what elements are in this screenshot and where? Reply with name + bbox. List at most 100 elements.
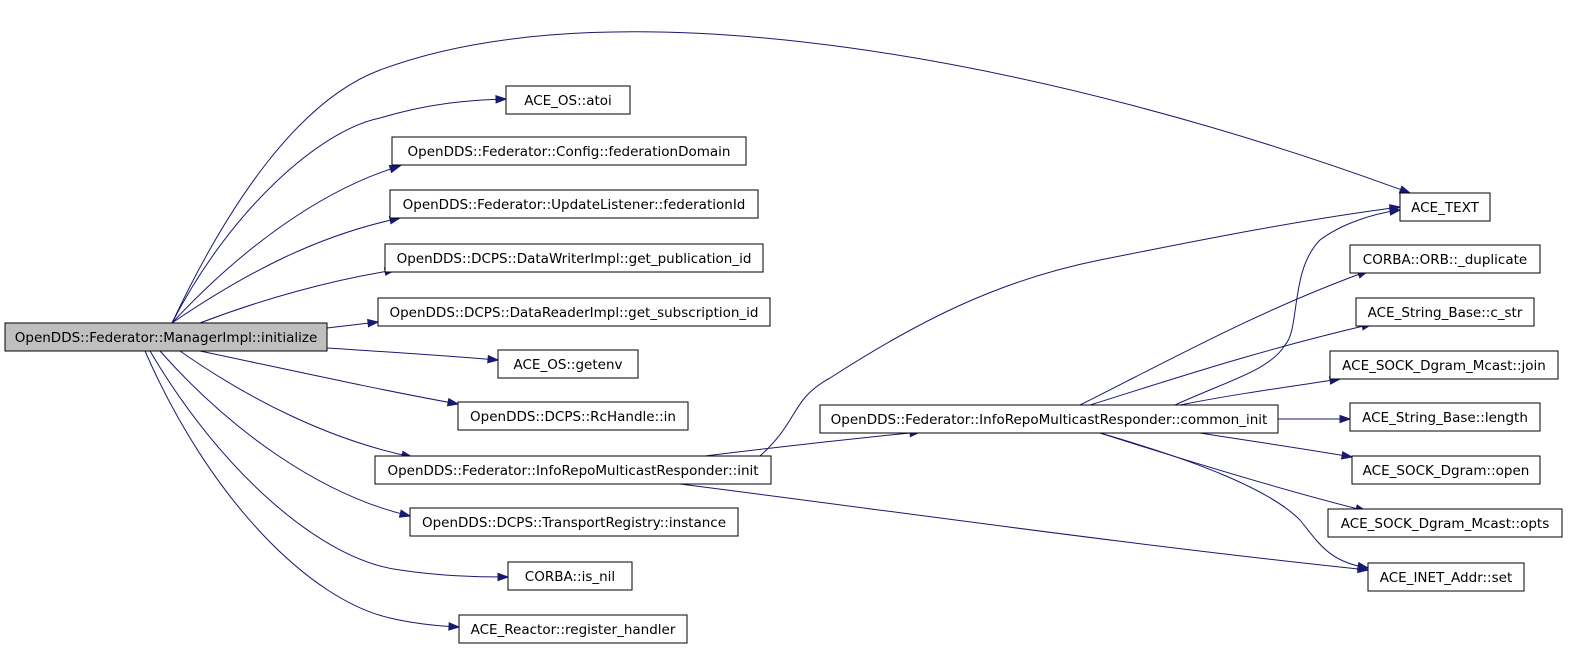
edge-line [1199,432,1353,458]
node-box [384,243,764,273]
edge-arrowhead [448,622,461,631]
node-mcast_join[interactable]: ACE_SOCK_Dgram_Mcast::join [1329,350,1559,380]
edge-line [199,350,459,405]
node-label: OpenDDS::DCPS::DataWriterImpl::get_publi… [397,251,752,267]
edge-line [199,269,396,324]
node-label: OpenDDS::Federator::Config::federationDo… [408,144,731,160]
node-label: ACE_SOCK_Dgram::open [1363,463,1530,479]
node-str_cstr[interactable]: ACE_String_Base::c_str [1355,297,1535,327]
node-rc_in[interactable]: OpenDDS::DCPS::RcHandle::in [457,401,689,431]
node-layer: OpenDDS::Federator::ManagerImpl::initial… [4,85,1563,644]
edge-line [679,483,1369,571]
edge-line [1099,432,1369,569]
edge-line [1179,378,1341,406]
node-corba_isnil[interactable]: CORBA::is_nil [507,561,633,591]
node-box [391,136,747,166]
node-label: ACE_String_Base::c_str [1368,305,1523,321]
node-label: OpenDDS::DCPS::RcHandle::in [470,409,676,425]
node-reactor_reg[interactable]: ACE_Reactor::register_handler [458,614,688,644]
edge-arrowhead [487,354,500,364]
edge-mgr_initialize-to-ace_text [171,31,1412,324]
node-irmr_init[interactable]: OpenDDS::Federator::InfoRepoMulticastRes… [374,455,772,485]
edge-mgr_initialize-to-os_atoi [171,95,508,324]
edge-mgr_initialize-to-irmr_init [179,350,414,460]
node-irmr_common[interactable]: OpenDDS::Federator::InfoRepoMulticastRes… [819,404,1279,434]
edge-mgr_initialize-to-os_getenv [326,347,500,364]
edge-mgr_initialize-to-tr_instance [159,350,412,518]
node-label: OpenDDS::Federator::InfoRepoMulticastRes… [831,412,1268,428]
edge-arrowhead [1398,185,1412,194]
edge-line [171,31,1411,324]
node-label: ACE_OS::atoi [524,93,612,109]
edge-arrowhead [388,164,402,174]
edge-line [1089,323,1373,406]
node-box [1355,297,1535,327]
node-box [1349,402,1541,432]
node-box [409,507,739,537]
node-box [377,297,771,327]
node-box [819,404,1279,434]
edge-arrowhead [1388,207,1402,216]
node-dgram_open[interactable]: ACE_SOCK_Dgram::open [1351,455,1541,485]
node-dw_pubid[interactable]: OpenDDS::DCPS::DataWriterImpl::get_publi… [384,243,764,273]
edge-arrowhead [367,318,380,328]
edge-irmr_common-to-orb_dup [1079,270,1370,406]
node-label: OpenDDS::DCPS::DataReaderImpl::get_subsc… [389,305,758,321]
node-str_length[interactable]: ACE_String_Base::length [1349,402,1541,432]
edge-line [171,217,401,324]
node-box [497,349,639,379]
edge-irmr_common-to-ace_text [1174,207,1402,406]
node-label: OpenDDS::DCPS::TransportRegistry::instan… [422,515,726,531]
edge-irmr_init-to-inet_set [679,483,1370,574]
node-label: CORBA::ORB::_duplicate [1363,252,1527,268]
edge-arrowhead [1356,561,1370,571]
node-label: ACE_SOCK_Dgram_Mcast::join [1342,358,1546,374]
node-box [505,85,631,115]
edge-irmr_common-to-str_length [1278,414,1352,424]
edge-line [179,350,413,458]
node-label: OpenDDS::Federator::UpdateListener::fede… [403,197,746,213]
edge-arrowhead [497,572,510,582]
node-os_getenv[interactable]: ACE_OS::getenv [497,349,639,379]
edge-line [1079,270,1369,406]
edge-line [759,206,1401,457]
node-ul_fedid[interactable]: OpenDDS::Federator::UpdateListener::fede… [389,189,759,219]
node-box [1351,455,1541,485]
node-box [389,189,759,219]
node-ace_text[interactable]: ACE_TEXT [1399,192,1491,222]
edge-arrowhead [398,509,412,518]
node-inet_set[interactable]: ACE_INET_Addr::set [1367,562,1525,592]
node-label: ACE_OS::getenv [513,357,622,373]
edge-irmr_common-to-dgram_open [1199,432,1354,460]
node-tr_instance[interactable]: OpenDDS::DCPS::TransportRegistry::instan… [409,507,739,537]
edge-line [149,350,509,578]
node-mcast_opts[interactable]: ACE_SOCK_Dgram_Mcast::opts [1327,508,1563,538]
node-mgr_initialize[interactable]: OpenDDS::Federator::ManagerImpl::initial… [4,322,328,352]
node-dr_subid[interactable]: OpenDDS::DCPS::DataReaderImpl::get_subsc… [377,297,771,327]
node-box [4,322,328,352]
edge-line [1099,432,1367,512]
edge-line [159,350,411,517]
node-orb_dup[interactable]: CORBA::ORB::_duplicate [1349,244,1541,274]
node-cfg_domain[interactable]: OpenDDS::Federator::Config::federationDo… [391,136,747,166]
node-box [1349,244,1541,274]
node-label: ACE_INET_Addr::set [1380,570,1513,586]
edge-line [171,165,401,324]
edge-line [171,98,507,324]
node-box [1329,350,1559,380]
node-label: ACE_TEXT [1411,200,1479,216]
node-box [1399,192,1491,222]
edge-mgr_initialize-to-cfg_domain [171,164,402,324]
node-os_atoi[interactable]: ACE_OS::atoi [505,85,631,115]
edge-arrowhead [495,95,508,104]
edge-line [144,350,460,628]
node-box [457,401,689,431]
edge-line [704,431,921,457]
node-label: ACE_String_Base::length [1362,410,1528,426]
node-label: ACE_SOCK_Dgram_Mcast::opts [1341,516,1550,532]
node-label: OpenDDS::Federator::ManagerImpl::initial… [15,330,318,346]
edge-irmr_common-to-inet_set [1099,432,1370,571]
edge-mgr_initialize-to-reactor_reg [144,350,461,631]
node-box [507,561,633,591]
